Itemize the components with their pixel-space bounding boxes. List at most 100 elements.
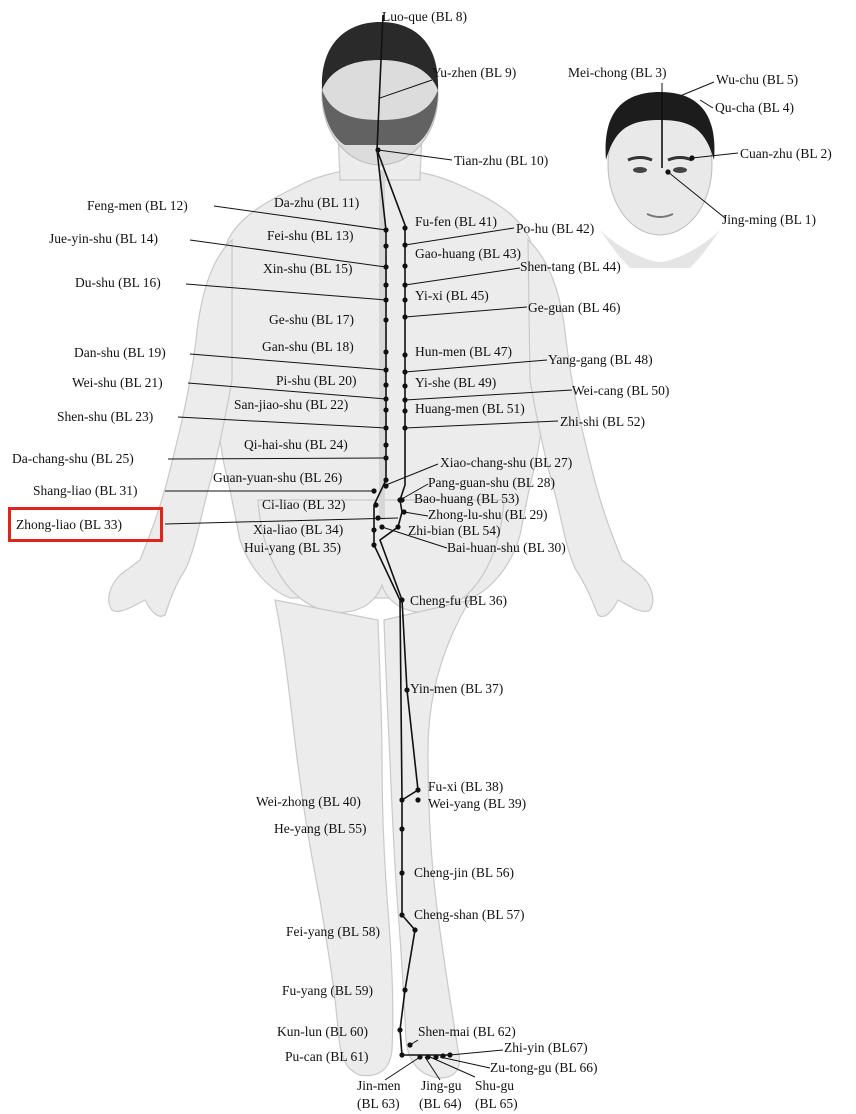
dot-zhi-bian bbox=[395, 524, 400, 529]
label-shen-mai: Shen-mai (BL 62) bbox=[418, 1024, 516, 1039]
dot-xin-shu bbox=[383, 282, 388, 287]
dot-zhi-shi bbox=[402, 425, 407, 430]
label-luo-que: Luo-que (BL 8) bbox=[382, 9, 467, 24]
label-zhong-lu-shu: Zhong-lu-shu (BL 29) bbox=[428, 507, 547, 522]
dot-ci-liao bbox=[373, 502, 378, 507]
label-wei-yang: Wei-yang (BL 39) bbox=[428, 796, 526, 811]
dot-ge-shu bbox=[383, 317, 388, 322]
dot-wei-yang bbox=[415, 797, 420, 802]
dot-shen-shu bbox=[383, 425, 388, 430]
label-po-hu: Po-hu (BL 42) bbox=[516, 221, 594, 236]
label-xia-liao: Xia-liao (BL 34) bbox=[253, 522, 343, 537]
face-eye-left bbox=[633, 167, 647, 173]
dot-xia-liao bbox=[371, 527, 376, 532]
label-san-jiao-shu: San-jiao-shu (BL 22) bbox=[234, 397, 348, 412]
label-fei-shu: Fei-shu (BL 13) bbox=[267, 228, 354, 243]
dot-pi-shu bbox=[383, 382, 388, 387]
label-yi-xi: Yi-xi (BL 45) bbox=[415, 288, 489, 303]
label-zhi-shi: Zhi-shi (BL 52) bbox=[560, 414, 645, 429]
dot-po-hu bbox=[402, 242, 407, 247]
dot-bao-huang bbox=[399, 497, 404, 502]
label-yang-gang: Yang-gang (BL 48) bbox=[548, 352, 653, 367]
label-fu-yang: Fu-yang (BL 59) bbox=[282, 983, 373, 998]
dot-shang-liao bbox=[371, 488, 376, 493]
label-zhi-bian: Zhi-bian (BL 54) bbox=[408, 523, 500, 538]
label-he-yang: He-yang (BL 55) bbox=[274, 821, 366, 836]
label-hui-yang: Hui-yang (BL 35) bbox=[244, 540, 341, 555]
dot-yi-she bbox=[402, 383, 407, 388]
label-wei-cang: Wei-cang (BL 50) bbox=[572, 383, 669, 398]
label-cheng-fu: Cheng-fu (BL 36) bbox=[410, 593, 507, 608]
dot-bai-huan-shu bbox=[379, 524, 384, 529]
label-jing-gu: Jing-gu bbox=[421, 1078, 462, 1093]
label-jing-gu-code: (BL 64) bbox=[419, 1096, 462, 1111]
label-feng-men: Feng-men (BL 12) bbox=[87, 198, 188, 213]
label-yin-men: Yin-men (BL 37) bbox=[410, 681, 503, 696]
label-shang-liao: Shang-liao (BL 31) bbox=[33, 483, 137, 498]
label-shu-gu: Shu-gu bbox=[475, 1078, 514, 1093]
dot-wei-zhong bbox=[399, 797, 404, 802]
label-bao-huang: Bao-huang (BL 53) bbox=[414, 491, 519, 506]
dot-qi-hai-shu bbox=[383, 442, 388, 447]
label-guan-yuan-shu: Guan-yuan-shu (BL 26) bbox=[213, 470, 342, 485]
dot-ge-guan bbox=[402, 314, 407, 319]
dot-san-jiao-shu bbox=[383, 407, 388, 412]
label-bai-huan-shu: Bai-huan-shu (BL 30) bbox=[447, 540, 566, 555]
dot-wei-cang bbox=[402, 397, 407, 402]
label-da-zhu: Da-zhu (BL 11) bbox=[274, 195, 359, 210]
label-da-chang-shu: Da-chang-shu (BL 25) bbox=[12, 451, 134, 466]
dot-huang-men bbox=[402, 408, 407, 413]
dot-jin-men bbox=[417, 1054, 422, 1059]
label-qi-hai-shu: Qi-hai-shu (BL 24) bbox=[244, 437, 348, 452]
leader-wu-chu bbox=[680, 82, 714, 96]
dot-jue-yin-shu bbox=[383, 264, 388, 269]
dot-he-yang bbox=[399, 826, 404, 831]
label-cheng-shan: Cheng-shan (BL 57) bbox=[414, 907, 524, 922]
label-zu-tong-gu: Zu-tong-gu (BL 66) bbox=[490, 1060, 597, 1075]
dot-du-shu bbox=[383, 297, 388, 302]
dot-fu-xi bbox=[415, 787, 420, 792]
dot-yin-men bbox=[404, 687, 409, 692]
dot-shu-gu bbox=[433, 1054, 438, 1059]
label-kun-lun: Kun-lun (BL 60) bbox=[277, 1024, 368, 1039]
label-mei-chong: Mei-chong (BL 3) bbox=[568, 65, 666, 80]
dot-shen-tang bbox=[402, 282, 407, 287]
label-ge-shu: Ge-shu (BL 17) bbox=[269, 312, 354, 327]
label-pu-can: Pu-can (BL 61) bbox=[285, 1049, 368, 1064]
dot-gan-shu bbox=[383, 349, 388, 354]
label-ge-guan: Ge-guan (BL 46) bbox=[528, 300, 620, 315]
dot-fei-shu bbox=[383, 243, 388, 248]
label-jin-men-code: (BL 63) bbox=[357, 1096, 400, 1111]
dot-tian-zhu bbox=[375, 147, 380, 152]
dot-cheng-jin bbox=[399, 870, 404, 875]
dot-cheng-shan bbox=[399, 912, 404, 917]
label-shu-gu-code: (BL 65) bbox=[475, 1096, 518, 1111]
label-wei-shu: Wei-shu (BL 21) bbox=[72, 375, 163, 390]
dot-dan-shu bbox=[383, 367, 388, 372]
label-du-shu: Du-shu (BL 16) bbox=[75, 275, 161, 290]
dot-zhi-yin bbox=[447, 1052, 452, 1057]
label-yu-zhen: Yu-zhen (BL 9) bbox=[432, 65, 516, 80]
dot-da-chang-shu bbox=[383, 455, 388, 460]
label-fu-xi: Fu-xi (BL 38) bbox=[428, 779, 503, 794]
label-fu-fen: Fu-fen (BL 41) bbox=[415, 214, 497, 229]
left-arm bbox=[109, 240, 232, 616]
dot-fu-yang bbox=[402, 987, 407, 992]
label-wei-zhong: Wei-zhong (BL 40) bbox=[256, 794, 361, 809]
dot-hui-yang bbox=[371, 542, 376, 547]
label-dan-shu: Dan-shu (BL 19) bbox=[74, 345, 166, 360]
dot-gao-huang bbox=[402, 263, 407, 268]
label-yi-she: Yi-she (BL 49) bbox=[415, 375, 496, 390]
leader-qu-cha bbox=[700, 100, 713, 108]
dot-da-zhu bbox=[383, 227, 388, 232]
dot-cheng-fu bbox=[399, 597, 404, 602]
label-pi-shu: Pi-shu (BL 20) bbox=[276, 373, 357, 388]
label-cheng-jin: Cheng-jin (BL 56) bbox=[414, 865, 514, 880]
label-jin-men: Jin-men bbox=[357, 1078, 401, 1093]
dot-hun-men bbox=[402, 352, 407, 357]
label-qu-cha: Qu-cha (BL 4) bbox=[715, 100, 794, 115]
dot-shen-mai bbox=[407, 1042, 412, 1047]
label-ci-liao: Ci-liao (BL 32) bbox=[262, 497, 346, 512]
dot-xiao-chang-shu bbox=[383, 483, 388, 488]
label-zhi-yin: Zhi-yin (BL67) bbox=[504, 1040, 588, 1055]
